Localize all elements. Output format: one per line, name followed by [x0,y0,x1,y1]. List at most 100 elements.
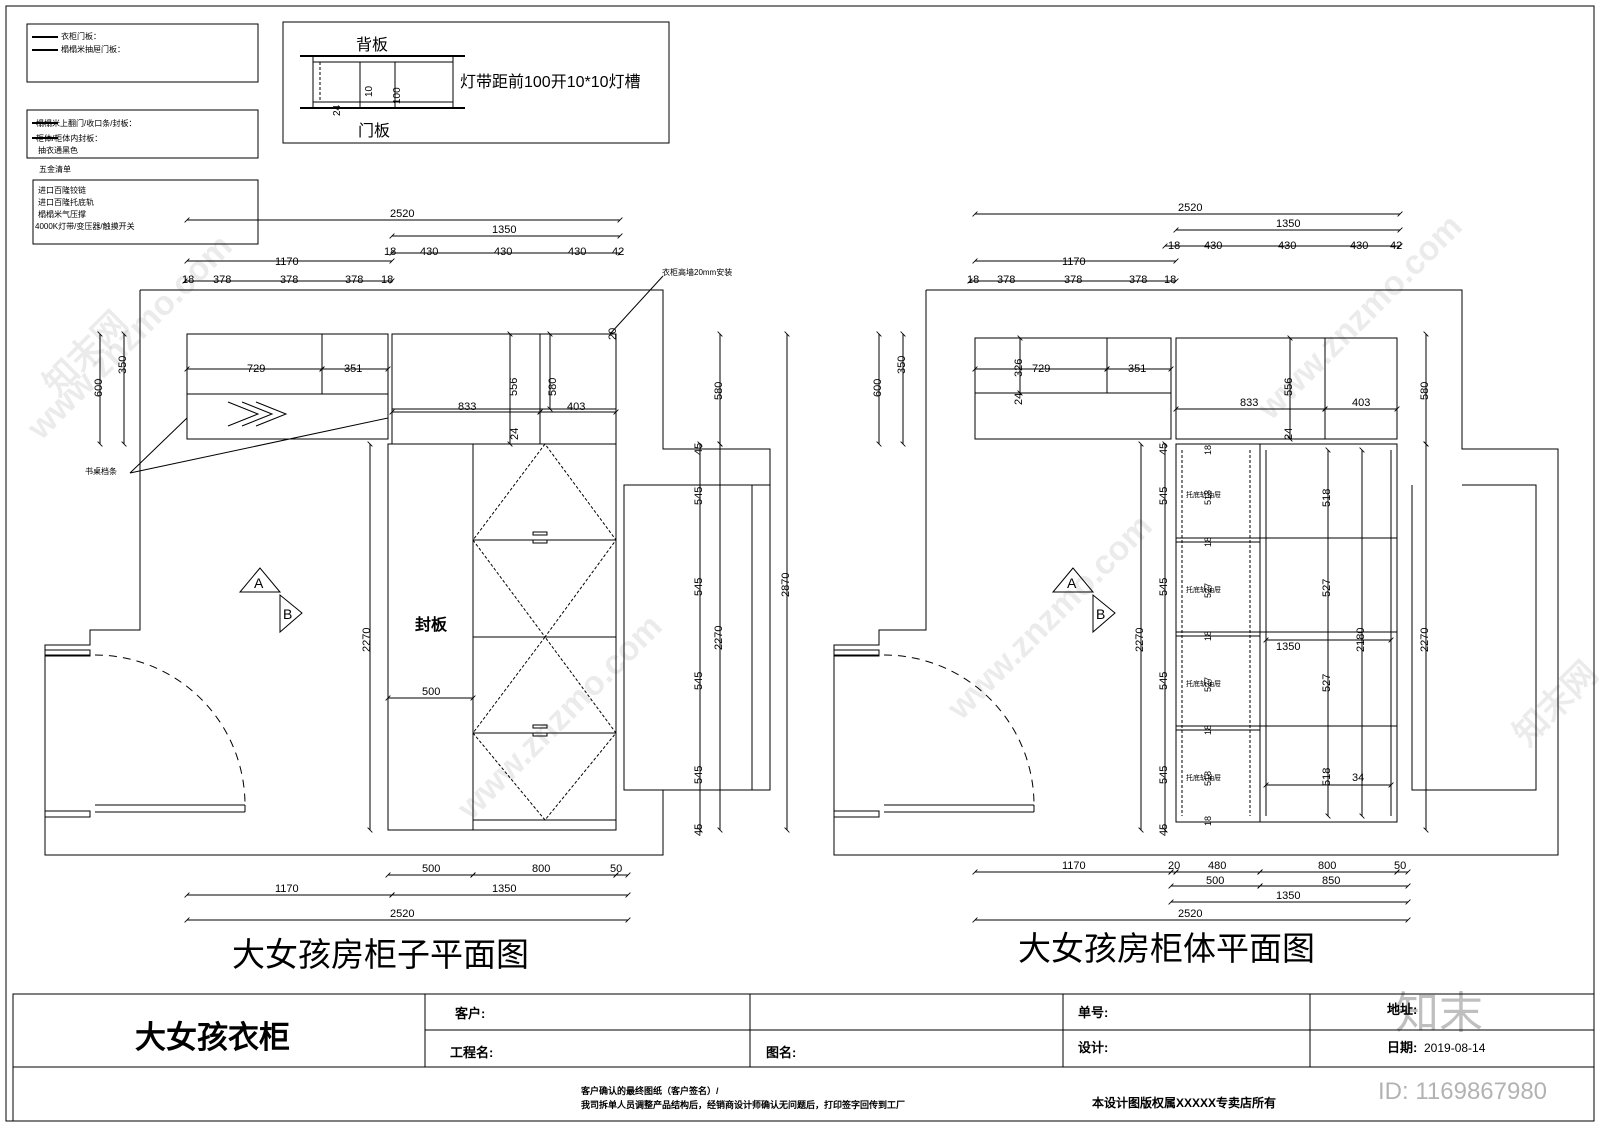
left-dim-545d: 545 [693,766,705,784]
right-dim-351: 351 [1128,363,1146,375]
hardware-title: 五金清单 [39,164,71,174]
right-dim-42: 42 [1390,240,1402,252]
right-dim-430a: 430 [1204,240,1222,252]
right-dim-500: 500 [1206,875,1224,887]
confirm-line-2: 我司拆单人员调整产品结构后，经销商设计师确认无问题后，打印签字回传到工厂 [581,1099,905,1110]
left-dim-1170-top: 1170 [275,256,299,268]
right-drawer-518b: 518 [1203,771,1213,786]
right-hanging-section [1259,443,1398,823]
left-dim-500a: 500 [422,686,440,698]
left-dim-351: 351 [344,363,362,375]
watermark-id: ID: 1169867980 [1378,1078,1548,1105]
right-marker-a: A [1067,575,1077,591]
left-dim-18a: 18 [384,246,396,258]
left-room-wall [44,289,771,856]
left-dim-378a: 378 [213,274,231,286]
left-dim-45a: 45 [693,443,705,455]
right-cab-24: 24 [1283,428,1295,440]
order-label: 单号: [1078,1005,1108,1020]
right-dim-545c: 545 [1158,672,1170,690]
right-plan-title: 大女孩房柜体平面图 [1018,930,1315,967]
legend-flip-door: 榻榻米上翻门/收口条/封板： [36,118,136,128]
right-drawer-18e: 18 [1203,816,1213,826]
legend-box-2 [26,109,259,159]
right-drawer-label-4: 托底轨抽屉 [1186,773,1221,782]
left-dim-500b: 500 [422,863,440,875]
design-label: 设计: [1078,1040,1108,1055]
right-dim-545d: 545 [1158,766,1170,784]
right-marker-b: B [1096,606,1105,622]
right-dim-833: 833 [1240,397,1258,409]
client-label: 客户: [455,1006,485,1021]
left-seal-board-label: 封板 [415,615,448,634]
drawing-label: 图名: [766,1045,796,1060]
copyright: 本设计图版权属XXXXX专卖店所有 [1092,1095,1276,1110]
right-room-wall [833,289,1559,856]
right-dim-1170-top: 1170 [1062,256,1086,268]
left-dim-545a: 545 [693,487,705,505]
right-dim-556: 556 [1283,378,1295,396]
left-upper-cabinet-b [391,333,617,445]
right-dim-430c: 430 [1350,240,1368,252]
legend-hanger: 抽衣通黑色 [38,145,78,155]
right-dim-1350-top: 1350 [1276,218,1300,230]
right-dim-2520-top: 2520 [1178,202,1202,214]
left-plan-labels: 2520 1350 1170 18 430 430 430 42 18 378 … [85,208,792,973]
left-plan-title: 大女孩房柜子平面图 [232,936,529,973]
right-dim-18c: 18 [1164,274,1176,286]
left-dim-45b: 45 [693,824,705,836]
right-dim-1170-bottom: 1170 [1062,860,1086,872]
right-cab-1350: 1350 [1276,641,1300,653]
right-drawer-label-3: 托底轨抽屉 [1186,679,1221,688]
left-plan [44,217,790,923]
left-dim-42: 42 [612,246,624,258]
right-dim-18b: 18 [967,274,979,286]
right-dim-350: 350 [896,356,908,374]
left-dim-580b: 580 [713,382,725,400]
left-dim-2520-bottom: 2520 [390,908,414,920]
right-dim-850: 850 [1322,875,1340,887]
detail-dim-100: 100 [392,87,403,104]
left-dim-430b: 430 [494,246,512,258]
legend-cabinet-body: 柜体/柜体内封板： [36,133,102,143]
left-dim-20: 20 [607,328,619,340]
confirm-line-1: 客户确认的最终图纸（客户签名）/ [580,1085,719,1096]
legend: 衣柜门板： 榻榻米抽屉门板： 榻榻米上翻门/收口条/封板： 柜体/柜体内封板： … [26,23,259,245]
left-dim-600: 600 [93,379,105,397]
left-dim-350: 350 [117,356,129,374]
detail-dim-24: 24 [332,104,343,116]
right-dim-20: 20 [1168,860,1180,872]
title-block [12,993,1595,1122]
right-dim-800: 800 [1318,860,1336,872]
right-dim-403: 403 [1352,397,1370,409]
left-dim-378c: 378 [345,274,363,286]
right-dim-2270a: 2270 [1134,628,1146,652]
left-dim-1350-top: 1350 [492,224,516,236]
title-block-text: 大女孩衣柜 客户: 单号: 地址: 工程名: 图名: 设计: 日期: 2019-… [135,1002,1486,1110]
right-cab-34: 34 [1352,772,1364,784]
right-dim-326: 326 [1013,359,1025,377]
left-dim-18c: 18 [381,274,393,286]
right-drawer-label-1: 托底轨抽屉 [1186,490,1221,499]
right-dim-378a: 378 [997,274,1015,286]
right-dim-45a: 45 [1158,443,1170,455]
left-dim-2520-top: 2520 [390,208,414,220]
right-cab-518a: 518 [1321,489,1333,507]
right-dim-600: 600 [872,379,884,397]
right-dim-45b: 45 [1158,824,1170,836]
left-dim-545c: 545 [693,672,705,690]
left-dim-50: 50 [610,863,622,875]
right-dim-1350-bottom: 1350 [1276,890,1300,902]
right-dim-24a: 24 [1013,393,1025,405]
right-dim-378b: 378 [1064,274,1082,286]
left-dim-833: 833 [458,401,476,413]
right-dim-480: 480 [1208,860,1226,872]
right-cab-2180: 2180 [1355,628,1367,652]
hardware-item-1: 进口百隆铰链 [38,185,86,195]
left-desk-strip-label: 书桌档条 [85,466,117,476]
legend-door-panel: 衣柜门板： [61,31,101,41]
hardware-box [32,179,259,245]
hardware-item-4: 4000K灯带/变压器/触摸开关 [35,221,135,231]
left-dim-729: 729 [247,363,265,375]
right-drawer-18d: 18 [1203,725,1213,735]
